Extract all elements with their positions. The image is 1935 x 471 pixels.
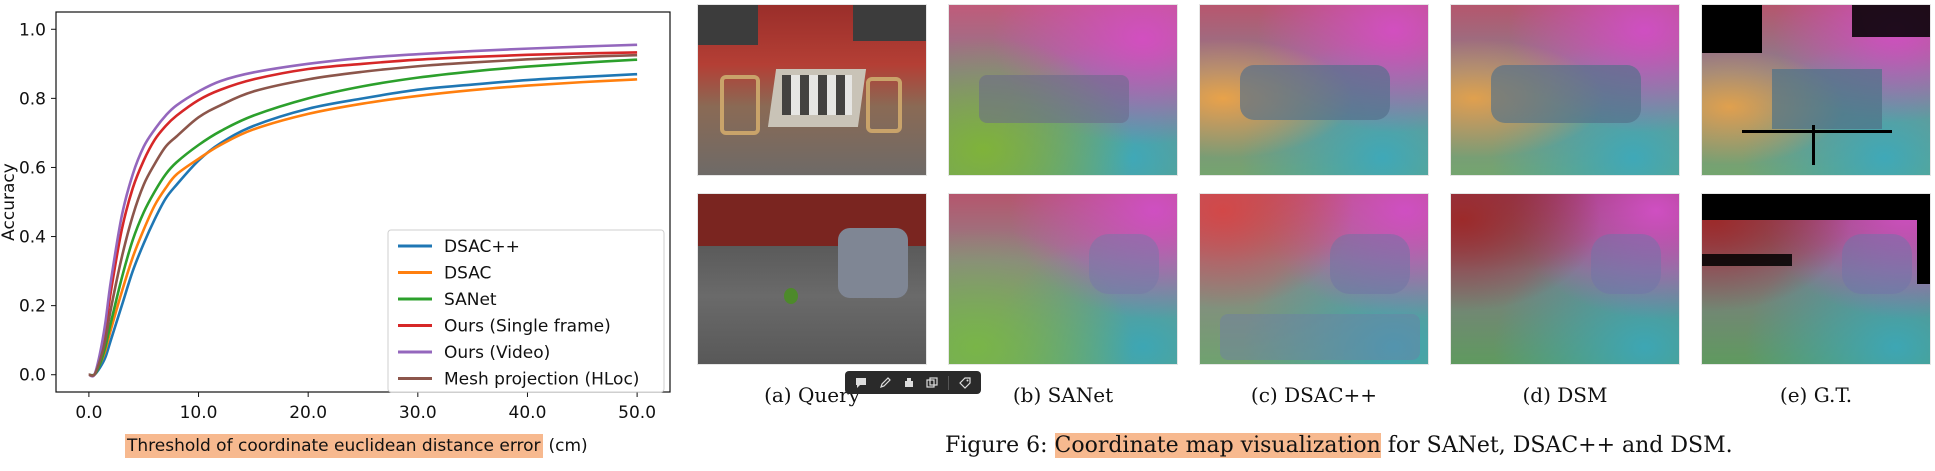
legend-label: DSAC [444, 264, 491, 284]
y-axis-title: Accuracy [0, 163, 19, 241]
y-tick-label: 0.6 [19, 158, 46, 178]
x-tick-label: 40.0 [509, 403, 547, 423]
crop-icon[interactable] [924, 375, 940, 391]
caption-dsm: (d) DSM [1522, 383, 1608, 407]
coord-map-sanet-1 [948, 4, 1178, 176]
query-image-chess [697, 4, 927, 176]
x-tick-label: 20.0 [289, 403, 327, 423]
caption-sanet: (b) SANet [1012, 383, 1114, 407]
x-axis-label-highlighted: Threshold of coordinate euclidean distan… [125, 434, 543, 458]
coord-map-dsm-2 [1450, 193, 1680, 365]
legend-box [387, 229, 665, 393]
x-tick-label: 0.0 [75, 403, 102, 423]
annotation-toolbar [845, 371, 981, 394]
coord-map-dsacpp-1 [1199, 4, 1429, 176]
coord-map-gt-2 [1701, 193, 1931, 365]
chart-svg: 0.0 0.2 0.4 0.6 0.8 1.0 0.0 10.0 20.0 30.0 40.0 50.… [0, 11, 671, 423]
figure-caption-rest: for SANet, DSAC++ and DSM. [1387, 433, 1733, 458]
y-tick-label: 0.4 [19, 228, 46, 248]
highlighter-icon[interactable] [901, 375, 917, 391]
y-tick-label: 1.0 [19, 20, 46, 40]
plot-frame [55, 11, 671, 393]
figure-caption: Figure 6: Coordinate map visualization f… [945, 433, 1733, 458]
y-tick-label: 0.2 [19, 297, 46, 317]
coord-map-gt-1 [1701, 4, 1931, 176]
legend-label: Mesh projection (HLoc) [444, 370, 639, 390]
pen-icon[interactable] [877, 375, 893, 391]
x-tick-label: 50.0 [618, 403, 656, 423]
figure-caption-highlight: Coordinate map visualization [1054, 433, 1381, 458]
x-axis-title: Threshold of coordinate euclidean distan… [125, 433, 588, 459]
series-line-sanet [88, 58, 638, 377]
toolbar-divider [948, 375, 950, 390]
query-image-chair [697, 193, 927, 365]
coord-map-sanet-2 [948, 193, 1178, 365]
x-axis-unit: (cm) [548, 436, 588, 456]
y-tick-label: 0.0 [19, 366, 46, 386]
tag-icon[interactable] [957, 375, 973, 391]
coord-map-dsm-1 [1450, 4, 1680, 176]
x-tick-label: 10.0 [180, 403, 218, 423]
legend-label: Ours (Single frame) [444, 317, 611, 337]
accuracy-chart: 0.0 0.2 0.4 0.6 0.8 1.0 0.0 10.0 20.0 30.0 40.0 50.… [0, 0, 700, 471]
comment-icon[interactable] [853, 375, 869, 391]
y-tick-label: 0.8 [19, 89, 46, 109]
series-line-mesh-projection-hloc- [88, 53, 638, 378]
caption-query: (a) Query [764, 383, 860, 407]
legend-label: Ours (Video) [444, 343, 550, 363]
caption-dsacpp: (c) DSAC++ [1250, 383, 1378, 407]
figure-caption-prefix: Figure 6: [945, 433, 1048, 458]
legend-label: DSAC++ [444, 237, 520, 257]
x-tick-label: 30.0 [399, 403, 437, 423]
series-line-dsac- [88, 72, 638, 377]
coord-map-dsacpp-2 [1199, 193, 1429, 365]
caption-gt: (e) G.T. [1779, 383, 1853, 407]
legend-label: SANet [444, 290, 497, 310]
series-line-ours-video- [88, 43, 638, 378]
